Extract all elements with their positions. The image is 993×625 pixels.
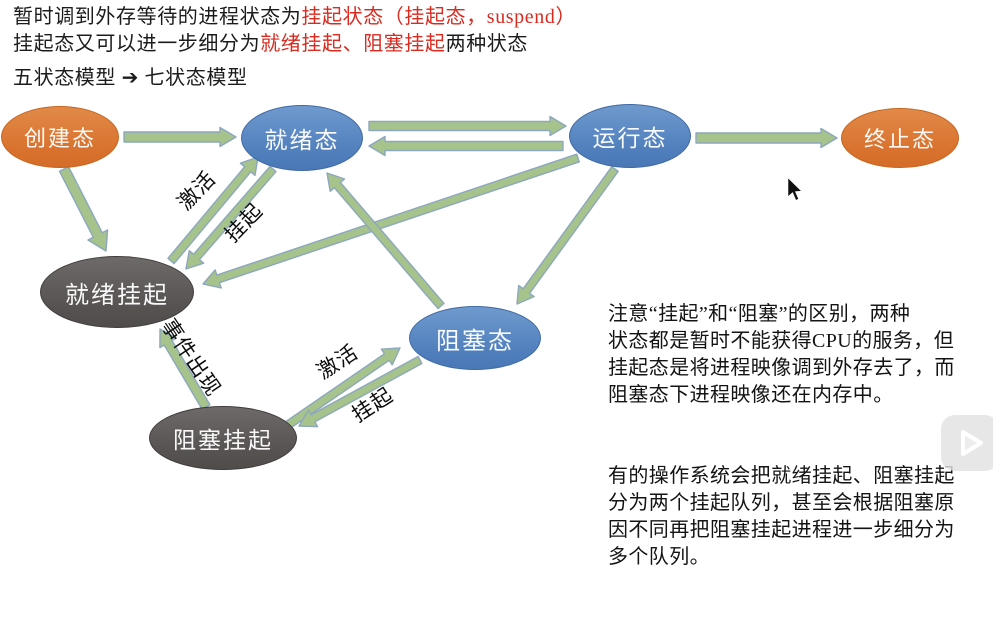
state-node-label: 运行态 [592, 126, 668, 151]
state-node-label: 阻塞挂起 [173, 428, 273, 453]
header-line-2: 挂起态又可以进一步细分为就绪挂起、阻塞挂起两种状态 [13, 31, 576, 58]
arrow-created-to-ready-suspended [58, 166, 109, 252]
header-text: 暂时调到外存等待的进程状态为挂起状态（挂起态，suspend） 挂起态又可以进一… [13, 4, 576, 92]
state-node-blocked-suspended: 阻塞挂起 [149, 406, 297, 470]
arrow-blocked-suspended-to-ready-suspended [159, 328, 211, 410]
arrow-ready-to-ready-suspended [185, 165, 277, 270]
arrow-ready-suspended-to-ready [167, 156, 259, 265]
state-node-label: 就绪态 [264, 128, 340, 153]
play-icon [961, 430, 983, 456]
note-text: 注意“挂起”和“阻塞”的区别，两种 状态都是暂时不能获得CPU的服务，但 挂起态… [608, 247, 993, 625]
state-node-label: 就绪挂起 [65, 282, 169, 309]
arrow-running-to-ready-suspended [202, 153, 580, 289]
state-node-ready-suspended: 就绪挂起 [40, 256, 194, 328]
arrow-blocked-to-ready [326, 172, 445, 310]
state-node-label: 阻塞态 [436, 328, 514, 355]
header-line-2-red: 就绪挂起、阻塞挂起 [260, 33, 446, 55]
state-node-ready: 就绪态 [241, 105, 363, 171]
arrow-blocked-suspended-to-blocked [282, 347, 401, 431]
state-node-running: 运行态 [569, 104, 691, 168]
header-line-1: 暂时调到外存等待的进程状态为挂起状态（挂起态，suspend） [13, 4, 576, 31]
state-node-label: 创建态 [23, 126, 96, 151]
arrow-ready-to-running [368, 115, 567, 137]
arrow-created-to-ready [123, 126, 237, 148]
slide: 暂时调到外存等待的进程状态为挂起状态（挂起态，suspend） 挂起态又可以进一… [1, 4, 993, 568]
state-node-created: 创建态 [1, 106, 119, 168]
arrow-blocked-to-blocked-suspended [298, 355, 423, 428]
arrow-running-to-terminated [695, 127, 838, 149]
arrow-running-to-ready [368, 135, 564, 157]
mouse-cursor-icon [786, 174, 805, 208]
state-node-label: 终止态 [863, 127, 936, 152]
state-node-blocked: 阻塞态 [409, 306, 541, 370]
note-paragraph-1: 注意“挂起”和“阻塞”的区别，两种 状态都是暂时不能获得CPU的服务，但 挂起态… [608, 303, 955, 406]
header-line-2-black-b: 两种状态 [445, 33, 529, 55]
header-line-2-black-a: 挂起态又可以进一步细分为 [13, 33, 261, 55]
header-line-1-red: 挂起状态（挂起态，suspend） [301, 6, 577, 28]
play-button[interactable] [941, 415, 993, 471]
state-node-terminated: 终止态 [841, 108, 959, 168]
note-paragraph-2: 有的操作系统会把就绪挂起、阻塞挂起 分为两个挂起队列，甚至会根据阻塞原 因不同再… [608, 465, 955, 568]
arrow-running-to-blocked [516, 166, 619, 305]
state-diagram-arrows [58, 115, 838, 431]
header-line-3-model-transition: 五状态模型 ➔ 七状态模型 [13, 67, 248, 89]
header-line-1-black: 暂时调到外存等待的进程状态为 [13, 6, 302, 28]
